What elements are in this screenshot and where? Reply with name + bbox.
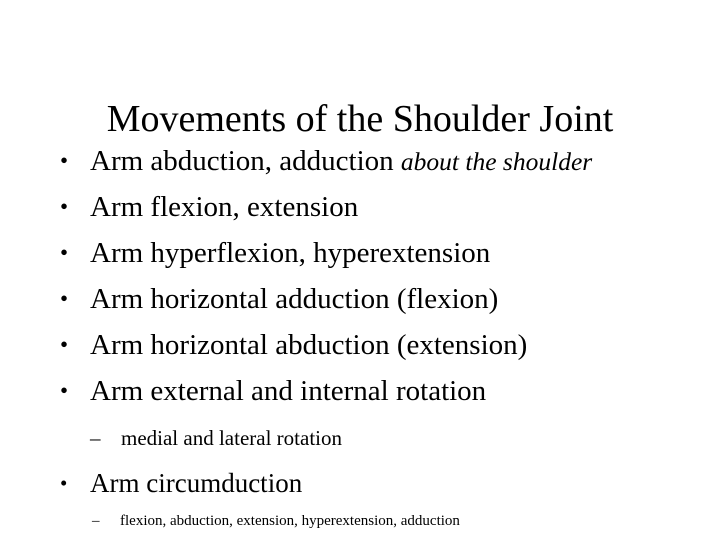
list-item-emphasis: about the shoulder: [400, 147, 593, 176]
list-item: • Arm external and internal rotation: [0, 368, 720, 414]
dash-icon: –: [92, 513, 100, 529]
page-title: Movements of the Shoulder Joint: [106, 98, 614, 141]
bullet-icon: •: [60, 240, 69, 265]
sub-list-item: –medial and lateral rotation: [0, 420, 720, 456]
bullet-icon: •: [60, 194, 69, 219]
list-item-label: Arm abduction, adduction: [90, 145, 401, 177]
bullet-icon: •: [60, 471, 68, 495]
bullet-icon: •: [60, 378, 69, 403]
list-item-label: Arm flexion, extension: [90, 191, 359, 223]
list-item: • Arm abduction, adduction about the shou…: [0, 138, 720, 184]
list-item: • Arm hyperflexion, hyperextension: [0, 230, 720, 276]
list-item: • Arm horizontal abduction (extension): [0, 322, 720, 368]
dash-icon: –: [90, 426, 101, 450]
sub-list-item-label: medial and lateral rotation: [121, 426, 342, 450]
bullet-icon: •: [60, 148, 69, 173]
list-item-label: Arm horizontal adduction (flexion): [90, 283, 499, 315]
sub-list-item-label: flexion, abduction, extension, hyperexte…: [120, 513, 460, 529]
list-item-label: Arm horizontal abduction (extension): [90, 329, 528, 361]
bullet-icon: •: [60, 332, 69, 357]
list-item: • Arm horizontal adduction (flexion): [0, 276, 720, 322]
list-item: • Arm flexion, extension: [0, 184, 720, 230]
list-item-label: Arm external and internal rotation: [90, 375, 487, 407]
sub-list-item: – flexion, abduction, extension, hyperext…: [0, 506, 720, 536]
slide-body-list: • Arm abduction, adduction about the shou…: [0, 138, 720, 536]
list-item: • Arm circumduction: [0, 462, 720, 504]
list-item-label: Arm circumduction: [90, 468, 303, 498]
bullet-icon: •: [60, 286, 69, 311]
list-item-label: Arm hyperflexion, hyperextension: [90, 237, 491, 269]
